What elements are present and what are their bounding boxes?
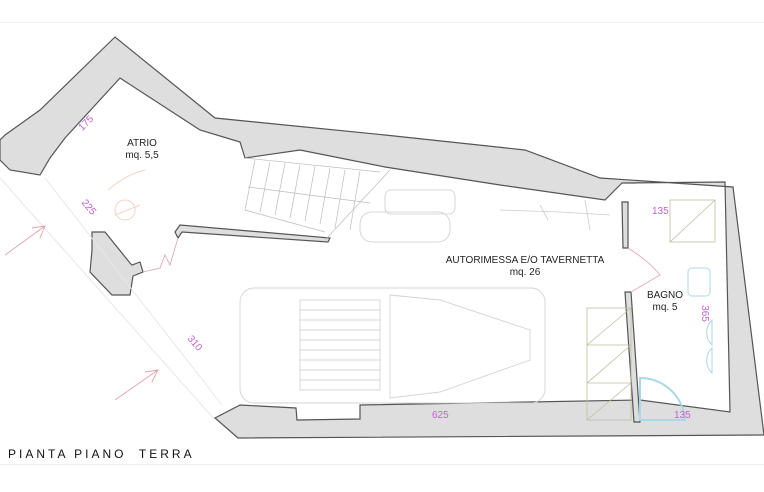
room-name: ATRIO — [127, 138, 157, 149]
sanitary-fixtures — [639, 267, 713, 421]
room-name: BAGNO — [646, 290, 684, 301]
entrance-arrows — [4, 225, 159, 401]
room-area: mq. 26 — [509, 267, 541, 278]
car — [239, 287, 546, 404]
room-name: AUTORIMESSA E/O TAVERNETTA — [445, 255, 605, 266]
drawing-title: PIANTA PIANO TERRA — [8, 447, 195, 461]
storage-shelves — [586, 199, 716, 421]
facade-lines — [0, 177, 223, 421]
dimension-garage-length: 625 — [432, 410, 449, 421]
staircase — [244, 157, 391, 241]
room-area: mq. 5,5 — [125, 150, 159, 161]
room-label-bagno: BAGNO mq. 5 — [640, 290, 690, 314]
walls — [0, 36, 764, 439]
dimension-bagno-bottom: 135 — [674, 410, 691, 421]
room-label-atrio: ATRIO mq. 5,5 — [112, 138, 172, 162]
room-area: mq. 5 — [652, 302, 678, 313]
vehicles-two-wheel — [359, 189, 611, 243]
atrio-plant — [107, 169, 146, 221]
bottom-border-line — [0, 464, 764, 465]
room-label-autorimessa: AUTORIMESSA E/O TAVERNETTA mq. 26 — [430, 255, 620, 279]
dimension-bagno-top: 135 — [652, 206, 669, 217]
dimension-bagno-side: 365 — [698, 305, 710, 322]
top-border-line — [0, 22, 764, 23]
door-swings — [142, 237, 661, 293]
